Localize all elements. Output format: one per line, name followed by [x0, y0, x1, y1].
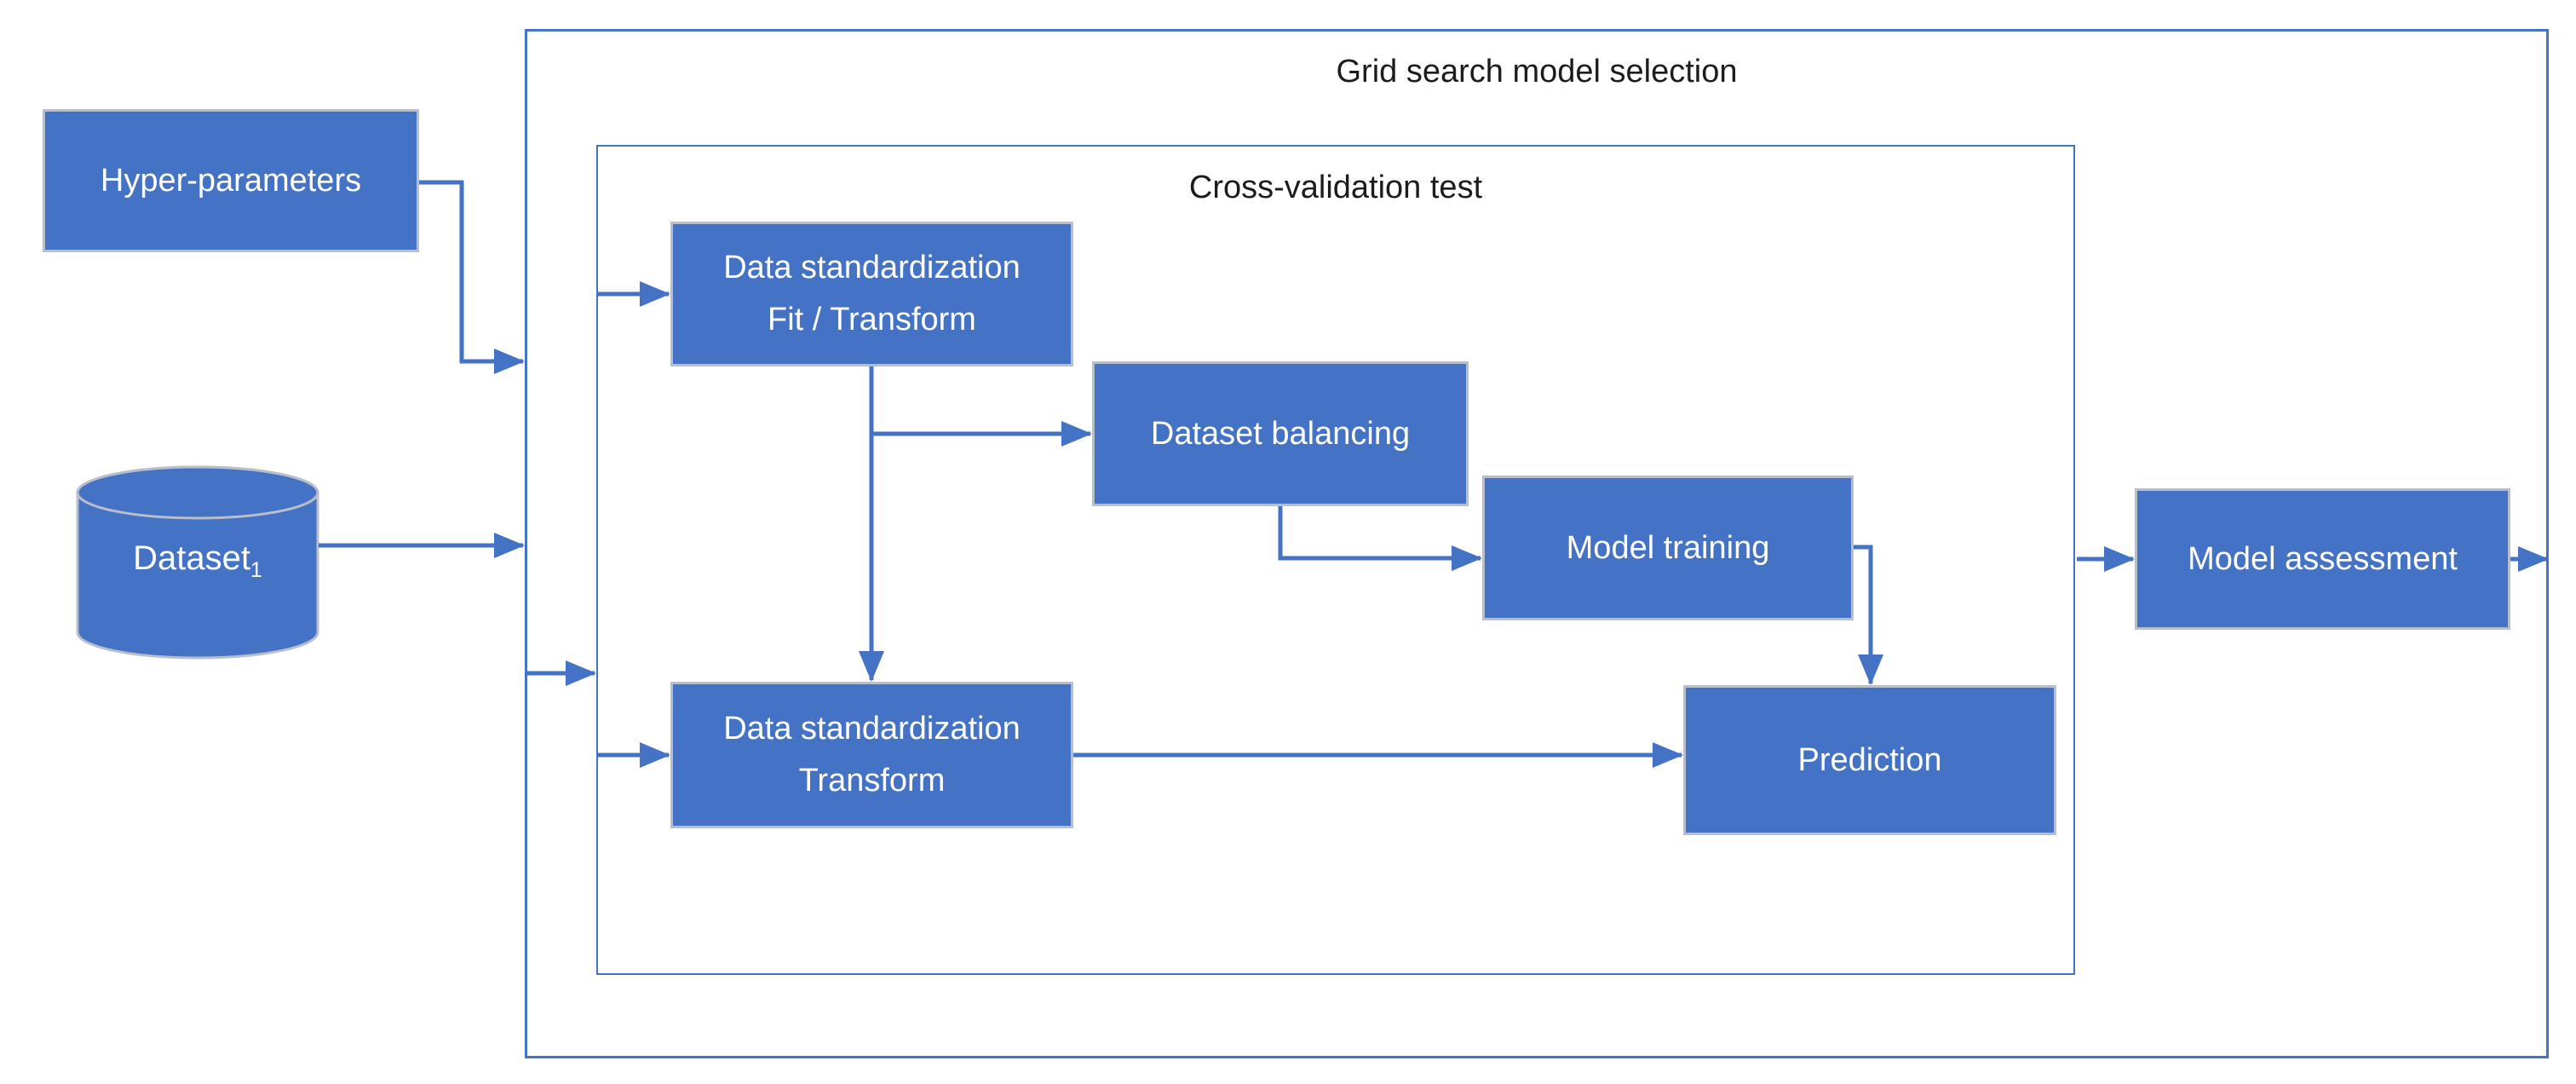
node-label: Dataset1 — [133, 539, 262, 582]
node-label-line1: Data standardization — [723, 250, 1021, 286]
grid-search-title: Grid search model selection — [1336, 54, 1738, 89]
node-model-assessment: Model assessment — [2135, 488, 2510, 630]
node-label: Model training — [1566, 529, 1770, 566]
group-cross-validation — [596, 145, 2075, 975]
node-hyper-parameters: Hyper-parameters — [43, 109, 419, 252]
node-label: Hyper-parameters — [100, 162, 362, 199]
cross-validation-title: Cross-validation test — [1188, 170, 1483, 205]
node-dataset: Dataset1 — [77, 477, 319, 639]
arrow-hyperparameters-to-gridsearch — [419, 180, 525, 374]
node-prediction: Prediction — [1683, 685, 2056, 835]
group-grid-search — [525, 29, 2549, 1058]
node-model-training: Model training — [1482, 476, 1854, 620]
node-label-line2: Transform — [798, 763, 946, 799]
node-label-line2: Fit / Transform — [768, 302, 976, 337]
node-data-standardization-fit-transform: Data standardization Fit / Transform — [670, 222, 1073, 366]
dataset-subscript: 1 — [250, 558, 262, 582]
node-data-standardization-transform: Data standardization Transform — [670, 682, 1073, 828]
node-label: Dataset balancing — [1150, 415, 1411, 452]
arrow-dataset-balancing-to-model-training — [1278, 506, 1482, 571]
node-label: Model assessment — [2188, 540, 2458, 577]
node-dataset-balancing: Dataset balancing — [1092, 361, 1469, 506]
node-label: Prediction — [1797, 741, 1942, 778]
arrow-model-training-to-prediction — [1854, 545, 1883, 685]
dataset-cylinder-icon — [76, 465, 319, 660]
node-label-line1: Data standardization — [723, 711, 1021, 747]
